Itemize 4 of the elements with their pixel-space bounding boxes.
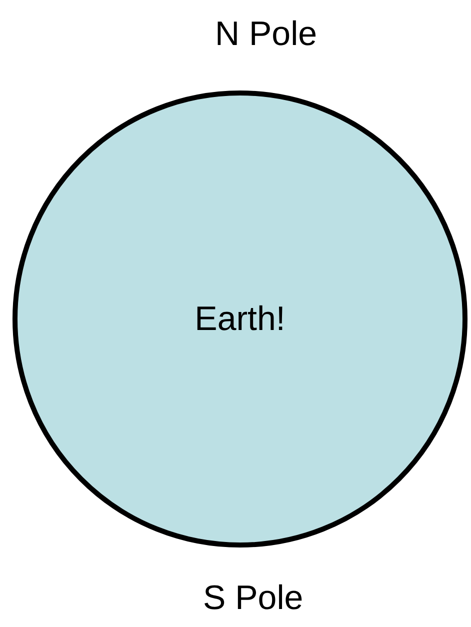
node-label: Earth!	[194, 299, 286, 339]
pole-label: N Pole	[215, 14, 318, 54]
circle-node	[12, 90, 468, 548]
pole-label: S Pole	[203, 578, 304, 618]
